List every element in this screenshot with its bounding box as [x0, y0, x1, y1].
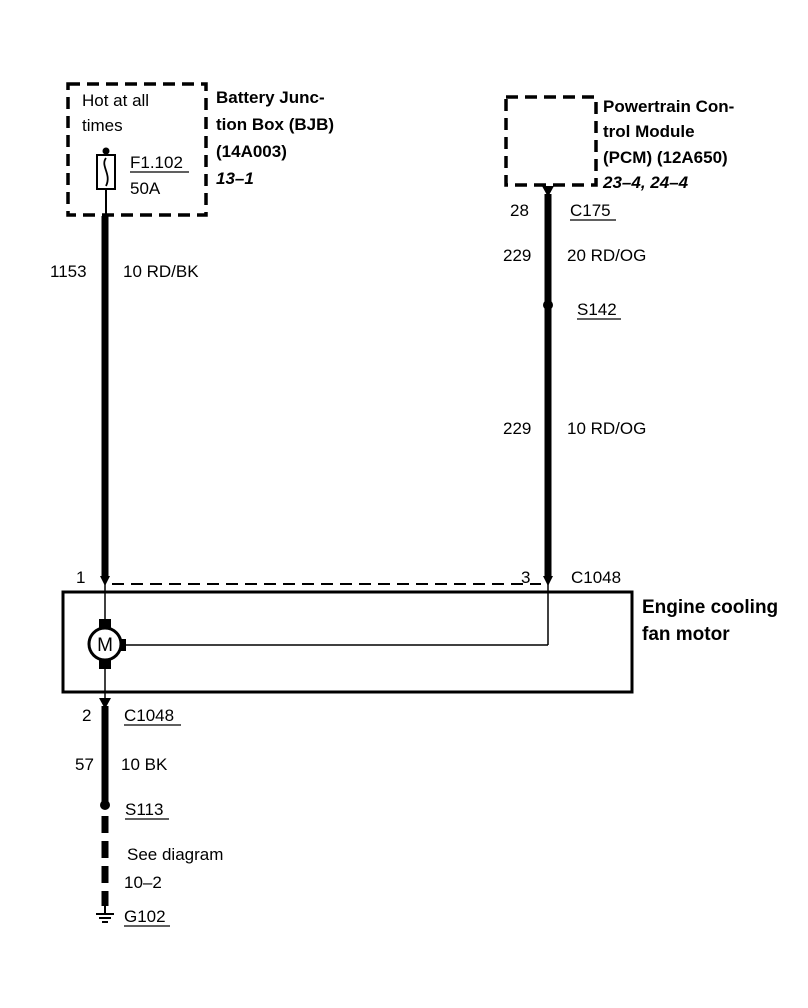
see-diagram-line2: 10–2: [124, 873, 162, 892]
wire-229: 28 C175 229 20 RD/OG S142 229 10 RD/OG: [503, 186, 646, 645]
wire-1153-color: 10 RD/BK: [123, 262, 199, 281]
wire-1153-circuit: 1153: [50, 262, 87, 281]
wire-57-color: 10 BK: [121, 755, 168, 774]
pcm-dashed-outline: [504, 95, 598, 187]
wire-1153: 1153 10 RD/BK: [50, 216, 199, 622]
motor-label-line2: fan motor: [642, 624, 730, 645]
fuse-id: F1.102: [130, 153, 183, 172]
connector-c1048-top: 1 3 C1048: [76, 568, 621, 587]
wire-229-color-lower: 10 RD/OG: [567, 419, 646, 438]
bjb-dashed-outline: [66, 82, 208, 217]
motor-icon: M: [87, 626, 123, 662]
splice-s113: S113: [125, 800, 163, 819]
fuse-rating: 50A: [130, 179, 161, 198]
splice-s113-dot: [100, 800, 110, 810]
motor-connector-top: C1048: [571, 568, 621, 587]
ground-icon: [96, 906, 114, 923]
pcm-name-line3: (PCM) (12A650): [603, 148, 728, 167]
bjb-page-ref: 13–1: [216, 169, 254, 188]
motor-pin-1: 1: [76, 568, 85, 587]
powertrain-control-module: Powertrain Con- trol Module (PCM) (12A65…: [504, 95, 734, 192]
splice-s142: S142: [577, 300, 617, 319]
motor-pin-2: 2: [82, 706, 91, 725]
wire-57-circuit: 57: [75, 755, 94, 774]
bjb-name-line2: tion Box (BJB): [216, 115, 334, 134]
wire-229-circuit-lower: 229: [503, 419, 531, 438]
pcm-page-ref: 23–4, 24–4: [602, 173, 689, 192]
motor-outline: [61, 590, 634, 694]
pcm-pin: 28: [510, 201, 529, 220]
motor-symbol: M: [97, 635, 113, 656]
engine-cooling-fan-motor: M Engine cooling fan motor: [61, 590, 778, 700]
motor-connector-bottom: C1048: [124, 706, 174, 725]
pcm-name-line1: Powertrain Con-: [603, 97, 734, 116]
bjb-name-line1: Battery Junc-: [216, 88, 325, 107]
bjb-hot-label-line2: times: [82, 116, 123, 135]
pcm-name-line2: trol Module: [603, 122, 695, 141]
ground-name: G102: [124, 907, 166, 926]
see-diagram-line1: See diagram: [127, 845, 223, 864]
motor-pin-3: 3: [521, 568, 530, 587]
wire-229-color-upper: 20 RD/OG: [567, 246, 646, 265]
bjb-part-number: (14A003): [216, 142, 287, 161]
motor-label-line1: Engine cooling: [642, 597, 778, 618]
battery-junction-box: Hot at all times F1.102 50A Battery Junc…: [66, 82, 334, 217]
wire-57: 2 C1048 57 10 BK S113 See diagram 10–2: [75, 698, 223, 906]
bjb-hot-label-line1: Hot at all: [82, 91, 149, 110]
splice-s142-dot: [543, 300, 553, 310]
wire-229-circuit-upper: 229: [503, 246, 531, 265]
fuse-icon: [96, 147, 116, 190]
pcm-connector: C175: [570, 201, 611, 220]
ground-g102: G102: [96, 906, 170, 927]
